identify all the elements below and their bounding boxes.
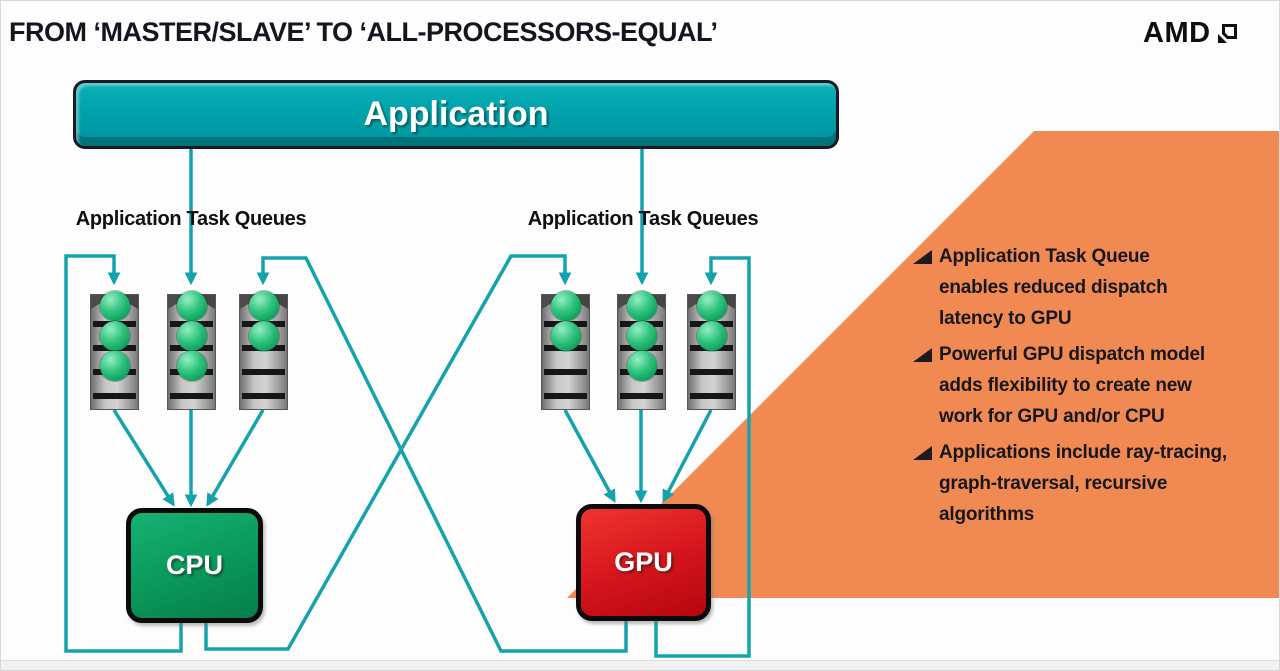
task-queue-stack xyxy=(167,291,216,410)
task-queue-stack xyxy=(239,291,288,410)
line-gpu-to-cpu-queue xyxy=(256,256,628,653)
bullet-item: Applications include ray-tracing,graph-t… xyxy=(913,437,1273,530)
bullet-text: Applications include ray-tracing,graph-t… xyxy=(939,442,1227,525)
triangle-bullet-icon xyxy=(913,250,932,264)
line-cpu-to-gpu-queue xyxy=(204,254,572,651)
line-gpu-loop-right-queue xyxy=(654,256,751,658)
task-ball xyxy=(177,291,207,321)
task-ball xyxy=(249,321,279,351)
amd-arrow-icon xyxy=(1217,23,1237,43)
triangle-bullet-icon xyxy=(913,348,932,362)
task-ball xyxy=(551,321,581,351)
task-ball xyxy=(627,351,657,381)
application-banner-label: Application xyxy=(363,95,549,133)
task-ball xyxy=(177,351,207,381)
cpu-label: CPU xyxy=(165,550,223,580)
line-queue4-to-gpu xyxy=(563,409,616,503)
amd-logo: AMD xyxy=(1143,17,1239,50)
slide-bottom-edge xyxy=(1,660,1279,670)
right-queue-group-label: Application Task Queues xyxy=(527,208,759,230)
cpu-box: CPU xyxy=(126,508,263,623)
task-ball xyxy=(627,291,657,321)
line-queue1-to-cpu xyxy=(112,409,175,507)
task-queue-stack xyxy=(687,291,736,410)
left-queue-group-label: Application Task Queues xyxy=(75,208,307,230)
line-queue3-to-cpu xyxy=(206,409,265,507)
side-panel-background xyxy=(567,131,1279,598)
task-ball xyxy=(697,291,727,321)
task-ball xyxy=(697,321,727,351)
gpu-label: GPU xyxy=(614,547,673,577)
application-banner: Application xyxy=(73,80,839,149)
task-ball xyxy=(627,321,657,351)
task-queue-stack xyxy=(90,291,139,410)
task-ball xyxy=(100,351,130,381)
triangle-bullet-icon xyxy=(913,446,932,460)
amd-logo-text: AMD xyxy=(1143,17,1211,49)
line-cpu-loop-left-queue xyxy=(64,254,183,653)
gpu-box: GPU xyxy=(576,504,711,621)
task-queue-stack xyxy=(617,291,666,410)
task-ball xyxy=(551,291,581,321)
task-ball xyxy=(100,291,130,321)
task-ball xyxy=(100,321,130,351)
slide-title: FROM ‘MASTER/SLAVE’ TO ‘ALL-PROCESSORS-E… xyxy=(9,17,718,47)
task-ball xyxy=(249,291,279,321)
line-queue6-to-gpu xyxy=(662,409,713,503)
task-queue-stack xyxy=(541,291,590,410)
task-ball xyxy=(177,321,207,351)
